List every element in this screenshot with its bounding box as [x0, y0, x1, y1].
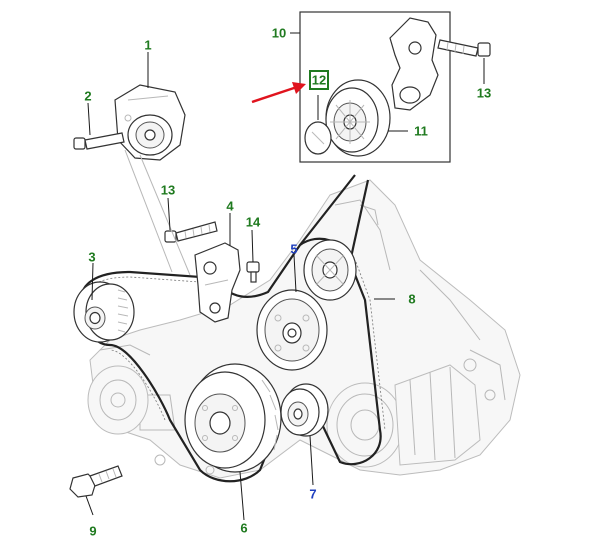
pulley-7 [280, 383, 329, 437]
bolt-9 [69, 465, 123, 498]
callout-12: 12 [312, 73, 326, 88]
idler-pulley-3 [73, 281, 135, 343]
callout-8: 8 [408, 292, 415, 307]
callout-4: 4 [226, 199, 234, 214]
crankshaft-pulley-6 [184, 363, 282, 473]
callout-6: 6 [240, 521, 247, 536]
callout-14: 14 [246, 215, 261, 230]
leader-lines [85, 32, 485, 521]
red-pointer-arrow [251, 82, 306, 104]
tensioner-guide-lines [124, 149, 191, 276]
bolt-2 [73, 132, 125, 150]
callout-13-lower: 13 [161, 183, 175, 198]
callout-13-upper: 13 [477, 86, 491, 101]
callout-3: 3 [88, 250, 95, 265]
callout-10: 10 [272, 26, 286, 41]
callout-5: 5 [290, 242, 297, 257]
tensioner-bracket-4 [194, 242, 241, 323]
callout-1: 1 [144, 38, 151, 53]
callout-11: 11 [414, 124, 428, 139]
ac-compressor [326, 364, 481, 468]
bolt-13-lower [164, 221, 218, 243]
highlight-box-12 [309, 70, 329, 90]
detail-inset-10 [299, 11, 491, 163]
idler-pulley-5 [256, 289, 328, 371]
alternator [87, 365, 149, 435]
upper-pulley [303, 239, 357, 301]
callout-2: 2 [84, 89, 91, 104]
callout-7: 7 [309, 487, 316, 502]
bolt-14 [246, 261, 260, 283]
callout-9: 9 [89, 524, 96, 539]
tensioner-1 [114, 84, 186, 161]
callout-labels: 1 2 3 4 5 6 7 8 9 10 11 12 13 13 14 [84, 26, 491, 539]
